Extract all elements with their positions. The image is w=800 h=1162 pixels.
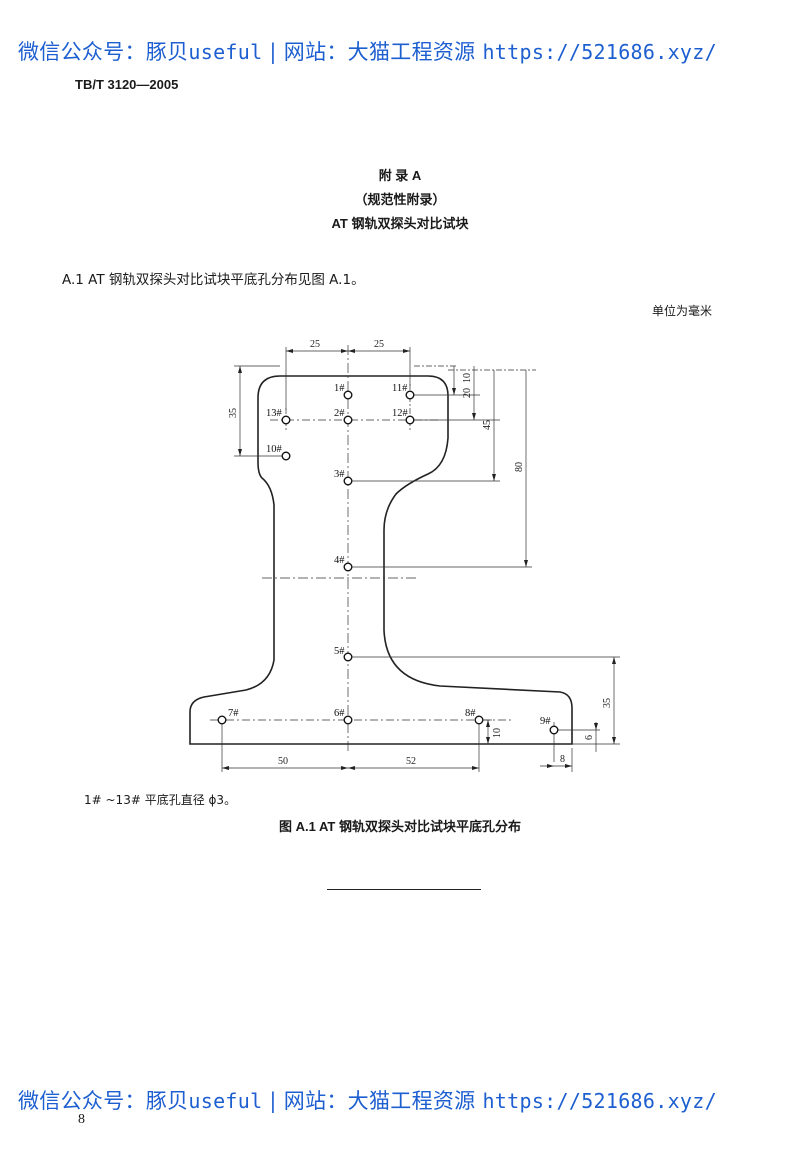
hole-9 bbox=[549, 725, 559, 735]
dim-35-left: 35 bbox=[228, 408, 239, 418]
watermark-account: useful bbox=[188, 1089, 263, 1113]
dim-80: 80 bbox=[514, 462, 525, 472]
dim-6: 6 bbox=[584, 735, 595, 740]
watermark-url[interactable]: https://521686.xyz/ bbox=[482, 1089, 717, 1113]
hole-label-13: 13# bbox=[266, 408, 283, 419]
dim-52: 52 bbox=[406, 756, 416, 767]
dimension-values: 25 25 10 20 45 80 35 35 10 6 50 52 8 bbox=[228, 339, 613, 767]
dim-35-right: 35 bbox=[602, 698, 613, 708]
hole-labels: 1# 2# 3# 4# 5# 6# 7# 8# 9# 10# 11# 12# 1… bbox=[228, 383, 551, 727]
hole-7 bbox=[217, 715, 227, 725]
unit-note: 单位为毫米 bbox=[652, 304, 713, 318]
holes bbox=[217, 390, 559, 735]
hole-label-5: 5# bbox=[334, 646, 345, 657]
dim-20: 20 bbox=[462, 388, 473, 398]
hole-10 bbox=[281, 451, 291, 461]
hole-label-12: 12# bbox=[392, 408, 409, 419]
dim-45: 45 bbox=[482, 420, 493, 430]
dim-10-head: 10 bbox=[462, 373, 473, 383]
figure-footnote: 1# ~13# 平底孔直径 ϕ3。 bbox=[84, 793, 237, 807]
watermark-site-label: 网站：大猫工程资源 bbox=[283, 1089, 483, 1113]
hole-label-2: 2# bbox=[334, 408, 345, 419]
watermark-bottom: 微信公众号：豚贝useful | 网站：大猫工程资源 https://52168… bbox=[18, 1085, 717, 1115]
end-rule bbox=[327, 889, 481, 890]
standard-code: TB/T 3120—2005 bbox=[75, 77, 179, 92]
appendix-type: （规范性附录） bbox=[354, 192, 446, 207]
hole-2 bbox=[343, 415, 353, 425]
hole-label-8: 8# bbox=[465, 708, 476, 719]
hole-label-7: 7# bbox=[228, 708, 239, 719]
hole-label-9: 9# bbox=[540, 716, 551, 727]
hole-label-3: 3# bbox=[334, 469, 345, 480]
rail-outline bbox=[189, 375, 573, 745]
hole-label-6: 6# bbox=[334, 708, 345, 719]
watermark-account: useful bbox=[188, 40, 263, 64]
center-lines bbox=[210, 345, 555, 762]
hole-5 bbox=[343, 652, 353, 662]
appendix-title: 附 录 A bbox=[378, 168, 422, 183]
appendix-subject: AT 钢轨双探头对比试块 bbox=[331, 216, 469, 231]
dim-25-right: 25 bbox=[374, 339, 384, 350]
watermark-url[interactable]: https://521686.xyz/ bbox=[482, 40, 717, 64]
dim-50: 50 bbox=[278, 756, 288, 767]
hole-6 bbox=[343, 715, 353, 725]
hole-label-10: 10# bbox=[266, 444, 283, 455]
hole-12 bbox=[405, 415, 415, 425]
watermark-prefix: 微信公众号：豚贝 bbox=[18, 1089, 189, 1113]
hole-4 bbox=[343, 562, 353, 572]
hole-3 bbox=[343, 476, 353, 486]
dim-10-foot: 10 bbox=[492, 728, 503, 738]
clause-a1: A.1 AT 钢轨双探头对比试块平底孔分布见图 A.1。 bbox=[62, 272, 365, 288]
dim-8: 8 bbox=[560, 754, 565, 765]
arrowheads bbox=[222, 349, 616, 770]
hole-label-11: 11# bbox=[392, 383, 408, 394]
hole-13 bbox=[281, 415, 291, 425]
figure-caption: 图 A.1 AT 钢轨双探头对比试块平底孔分布 bbox=[279, 819, 521, 834]
hole-label-1: 1# bbox=[334, 383, 345, 394]
dim-25-left: 25 bbox=[310, 339, 320, 350]
watermark-top: 微信公众号：豚贝useful | 网站：大猫工程资源 https://52168… bbox=[18, 36, 717, 66]
hole-label-4: 4# bbox=[334, 555, 345, 566]
watermark-site-label: 网站：大猫工程资源 bbox=[283, 40, 483, 64]
watermark-prefix: 微信公众号：豚贝 bbox=[18, 40, 189, 64]
page-number: 8 bbox=[78, 1112, 85, 1127]
watermark-separator: | bbox=[262, 40, 284, 64]
watermark-separator: | bbox=[262, 1089, 284, 1113]
hole-8 bbox=[474, 715, 484, 725]
rail-drawing: 1# 2# 3# 4# 5# 6# 7# 8# 9# 10# 11# 12# 1… bbox=[189, 339, 620, 772]
dimension-lines bbox=[221, 347, 620, 772]
hole-11 bbox=[405, 390, 415, 400]
hole-1 bbox=[343, 390, 353, 400]
